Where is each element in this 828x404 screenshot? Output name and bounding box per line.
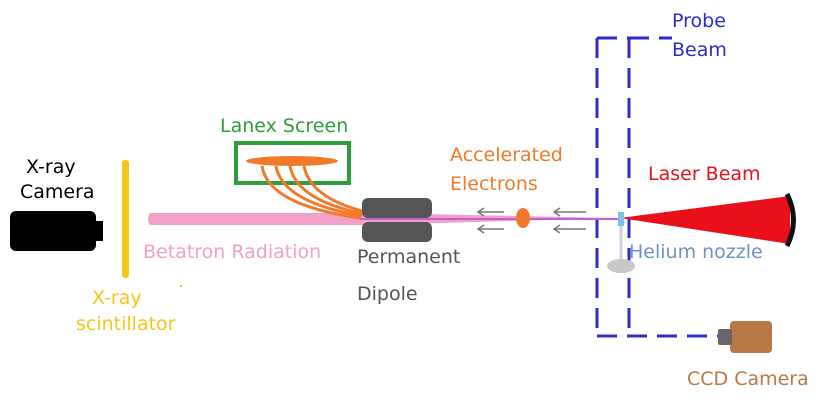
accelerated-electrons-label-line2: Electrons (450, 173, 538, 195)
xray-scintillator-label-line1: X-ray (92, 287, 142, 309)
laser-lens (784, 192, 796, 248)
probe-beam (595, 36, 722, 338)
permanent-dipole-label-line2: Dipole (357, 283, 418, 305)
laser-beam (620, 196, 790, 244)
betatron-radiation-label: Betatron Radiation (143, 241, 322, 263)
camera-lens (93, 221, 103, 241)
xray-camera-label-line1: X-ray (26, 156, 76, 178)
ccd-camera-label: CCD Camera (687, 368, 809, 390)
probe-beam-label-line1: Probe (672, 10, 726, 32)
lanex-phosphor (246, 156, 338, 166)
camera-lens (718, 329, 732, 345)
probe-beam-label-line2: Beam (672, 39, 727, 61)
xray-scintillator (122, 160, 129, 278)
xray-camera (10, 211, 103, 251)
electron-bunch (516, 208, 530, 228)
direction-arrows (476, 207, 586, 234)
helium-nozzle-label: Helium nozzle (629, 241, 763, 263)
xray-camera-label-line2: Camera (20, 181, 95, 203)
ccd-camera (718, 321, 772, 353)
electron-trajectories (260, 165, 367, 220)
accelerated-electrons-label-line1: Accelerated (450, 144, 563, 166)
xray-scintillator-label-line2: scintillator (76, 313, 176, 335)
permanent-dipole-label-line1: Permanent (357, 246, 461, 268)
laser-beam-label: Laser Beam (648, 163, 761, 185)
helium-nozzle (607, 212, 635, 273)
lanex-screen-box (234, 141, 351, 185)
camera-icon (730, 321, 772, 353)
camera-icon (10, 211, 96, 251)
permanent-dipole (362, 198, 432, 242)
lanex-screen-label: Lanex Screen (220, 115, 349, 137)
